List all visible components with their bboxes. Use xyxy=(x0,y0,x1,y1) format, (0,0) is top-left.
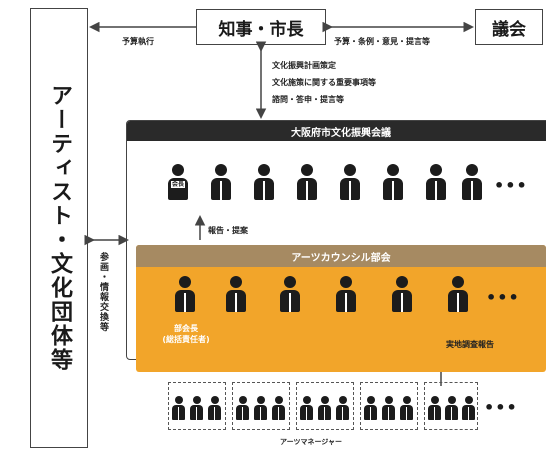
arts-manager xyxy=(382,396,395,420)
leader-caption: 部会長 (総括責任者) xyxy=(150,323,222,345)
manager-group xyxy=(232,382,290,430)
arts-manager xyxy=(364,396,377,420)
council-member xyxy=(211,164,231,200)
culture-council-header: 大阪府市文化振興会議 xyxy=(127,121,546,141)
council-chair-member: 会長 xyxy=(168,164,188,200)
council-member xyxy=(426,164,446,200)
council-item-1: 文化振興計画策定 xyxy=(272,61,336,70)
council-item-2: 文化施策に関する重要事項等 xyxy=(272,78,376,87)
more-managers-indicator: ••• xyxy=(484,398,518,417)
arts-manager xyxy=(236,396,249,420)
arts-council-member xyxy=(392,276,412,312)
arts-managers-label: アーツマネージャー xyxy=(280,438,342,446)
arts-council-panel: アーツカウンシル部会 xyxy=(136,245,546,372)
more-members-indicator: ••• xyxy=(494,176,528,195)
arts-council-leader xyxy=(175,276,195,312)
council-member xyxy=(254,164,274,200)
more-arts-members-indicator: ••• xyxy=(486,288,520,307)
participation-label: 参画・情報交換等 xyxy=(98,252,108,332)
council-member xyxy=(340,164,360,200)
arts-manager xyxy=(445,396,458,420)
arts-council-member xyxy=(448,276,468,312)
governor-label: 知事・市長 xyxy=(218,19,304,40)
arts-manager xyxy=(428,396,441,420)
arts-manager xyxy=(318,396,331,420)
arts-manager xyxy=(254,396,267,420)
manager-group xyxy=(424,382,478,430)
arts-manager xyxy=(208,396,221,420)
manager-group xyxy=(360,382,418,430)
arts-council-member xyxy=(336,276,356,312)
to-assembly-label: 予算・条例・意見・提言等 xyxy=(334,37,430,46)
artists-box: アーティスト・文化団体等 xyxy=(30,8,88,448)
arts-council-member xyxy=(226,276,246,312)
manager-group xyxy=(168,382,226,430)
arts-council-title: アーツカウンシル部会 xyxy=(291,252,391,264)
council-member xyxy=(297,164,317,200)
arts-manager xyxy=(190,396,203,420)
arts-manager xyxy=(172,396,185,420)
arts-manager xyxy=(336,396,349,420)
council-member xyxy=(383,164,403,200)
arts-manager xyxy=(400,396,413,420)
leader-role: (総括責任者) xyxy=(162,335,210,344)
arts-manager xyxy=(272,396,285,420)
arts-manager xyxy=(462,396,475,420)
council-item-3: 諮問・答申・提言等 xyxy=(272,95,344,104)
arts-council-header: アーツカウンシル部会 xyxy=(136,245,546,267)
arts-council-member xyxy=(280,276,300,312)
assembly-label: 議会 xyxy=(492,19,526,40)
arts-manager xyxy=(300,396,313,420)
manager-group xyxy=(296,382,354,430)
survey-report-label: 実地調査報告 xyxy=(446,340,494,349)
artists-label: アーティスト・文化団体等 xyxy=(47,84,72,372)
council-member xyxy=(462,164,482,200)
culture-council-title: 大阪府市文化振興会議 xyxy=(291,127,391,139)
budget-exec-label: 予算執行 xyxy=(122,37,154,46)
leader-title: 部会長 xyxy=(174,324,198,333)
report-proposal-label: 報告・提案 xyxy=(208,226,248,235)
chair-tag: 会長 xyxy=(171,181,185,188)
assembly-box: 議会 xyxy=(475,9,543,45)
